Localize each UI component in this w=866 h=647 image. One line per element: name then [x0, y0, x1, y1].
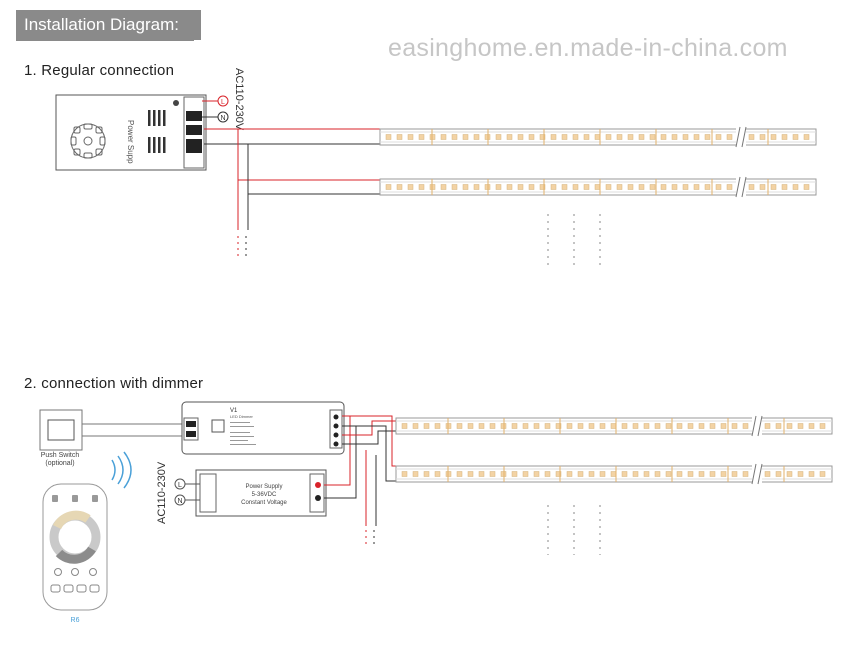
led-dimmer-unit: V1 LED Dimmer	[181, 401, 345, 455]
svg-text:N: N	[220, 115, 225, 122]
led-strip	[395, 463, 833, 485]
push-switch-label: Push Switch	[41, 452, 80, 459]
header-title: Installation Diagram:	[24, 15, 179, 34]
section1-voltage-label: AC110-230V	[233, 68, 245, 131]
fan-grille-icon	[70, 123, 106, 159]
led-strip	[379, 126, 817, 148]
remote-label: R6	[71, 617, 80, 624]
svg-text:L: L	[178, 482, 182, 489]
section1-continuation	[547, 214, 601, 266]
led-strip	[395, 415, 833, 437]
svg-text:L: L	[221, 99, 225, 106]
led-strip	[379, 176, 817, 198]
section2-led-strips	[395, 415, 833, 485]
dimmer-label: V1	[230, 408, 238, 414]
power-supply-unit: Power Supp	[55, 94, 207, 171]
psu2-neutral-terminal-icon: N	[174, 494, 186, 506]
section2-title: 2. connection with dimmer	[24, 375, 204, 392]
remote-control: R6	[42, 483, 108, 624]
psu2-line2: 5-36VDC	[252, 492, 277, 498]
dimmer-sublabel: LED Dimmer	[230, 414, 254, 419]
section-header: Installation Diagram:	[16, 10, 201, 40]
header-underline	[16, 40, 194, 41]
live-terminal-icon: L	[217, 95, 229, 107]
push-switch-sublabel: (optional)	[45, 460, 74, 467]
psu2-live-terminal-icon: L	[174, 478, 186, 490]
section1-wiring	[204, 128, 380, 256]
section1-title: 1. Regular connection	[24, 62, 175, 79]
constant-voltage-power-supply: Power Supply 5-36VDC Constant Voltage	[195, 469, 327, 517]
psu2-line1: Power Supply	[245, 484, 282, 490]
psu-label: Power Supp	[126, 120, 135, 164]
neutral-terminal-icon: N	[217, 111, 229, 123]
svg-text:N: N	[177, 498, 182, 505]
wireless-signal-icon	[111, 451, 132, 489]
watermark: easinghome.en.made-in-china.com	[388, 34, 788, 62]
section1-led-strips	[379, 126, 817, 198]
section2-wiring	[324, 415, 396, 548]
section2-voltage-label: AC110-230V	[156, 461, 168, 524]
section2-continuation	[547, 505, 601, 555]
push-switch: Push Switch (optional)	[39, 409, 83, 467]
psu2-line3: Constant Voltage	[241, 500, 287, 506]
